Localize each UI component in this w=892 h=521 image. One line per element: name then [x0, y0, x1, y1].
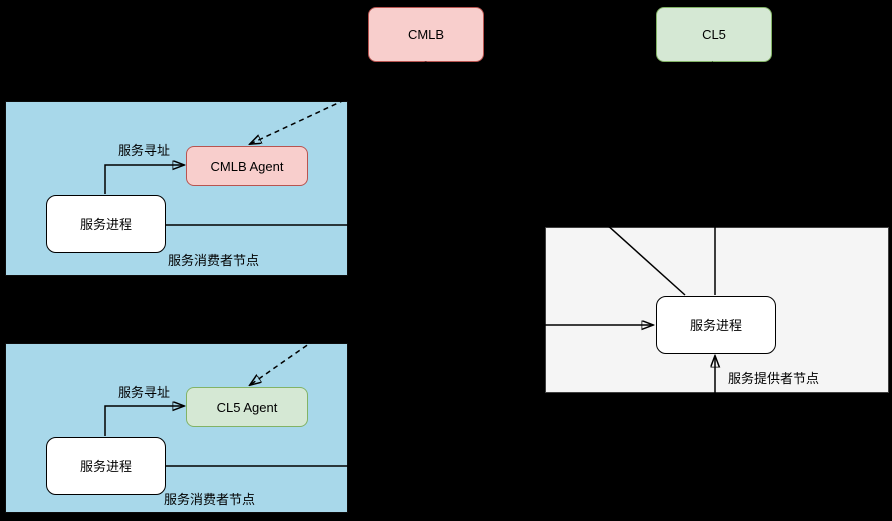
cl5-node: CL5	[656, 7, 772, 62]
cmlb-agent-label: CMLB Agent	[210, 158, 284, 174]
consumer-node-1: CMLB Agent 服务进程 服务寻址 服务消费者节点	[5, 101, 348, 276]
consumer-node-1-title: 服务消费者节点	[168, 253, 260, 268]
cl5-agent-node: CL5 Agent	[186, 387, 308, 427]
consumer1-service-process-label: 服务进程	[79, 216, 132, 232]
consumer-node-2-title: 服务消费者节点	[164, 492, 256, 507]
provider-node: 服务进程 服务提供者节点	[545, 227, 889, 393]
consumer-node-2: CL5 Agent 服务进程 服务寻址 服务消费者节点	[5, 343, 348, 513]
consumer1-service-process-node: 服务进程	[46, 195, 166, 253]
consumer2-service-process-node: 服务进程	[46, 437, 166, 495]
cmlb-node-label: CMLB	[407, 27, 445, 42]
provider-node-title: 服务提供者节点	[728, 371, 820, 386]
consumer2-service-process-label: 服务进程	[79, 458, 132, 474]
cl5-agent-label: CL5 Agent	[216, 399, 278, 415]
cmlb-node: CMLB	[368, 7, 484, 62]
cmlb-agent-node: CMLB Agent	[186, 146, 308, 186]
consumer2-addressing-edge-label: 服务寻址	[118, 385, 171, 400]
provider-service-process-node: 服务进程	[656, 296, 776, 354]
cl5-node-label: CL5	[702, 27, 726, 42]
provider-service-process-label: 服务进程	[689, 317, 742, 333]
consumer1-addressing-edge-label: 服务寻址	[118, 143, 171, 158]
